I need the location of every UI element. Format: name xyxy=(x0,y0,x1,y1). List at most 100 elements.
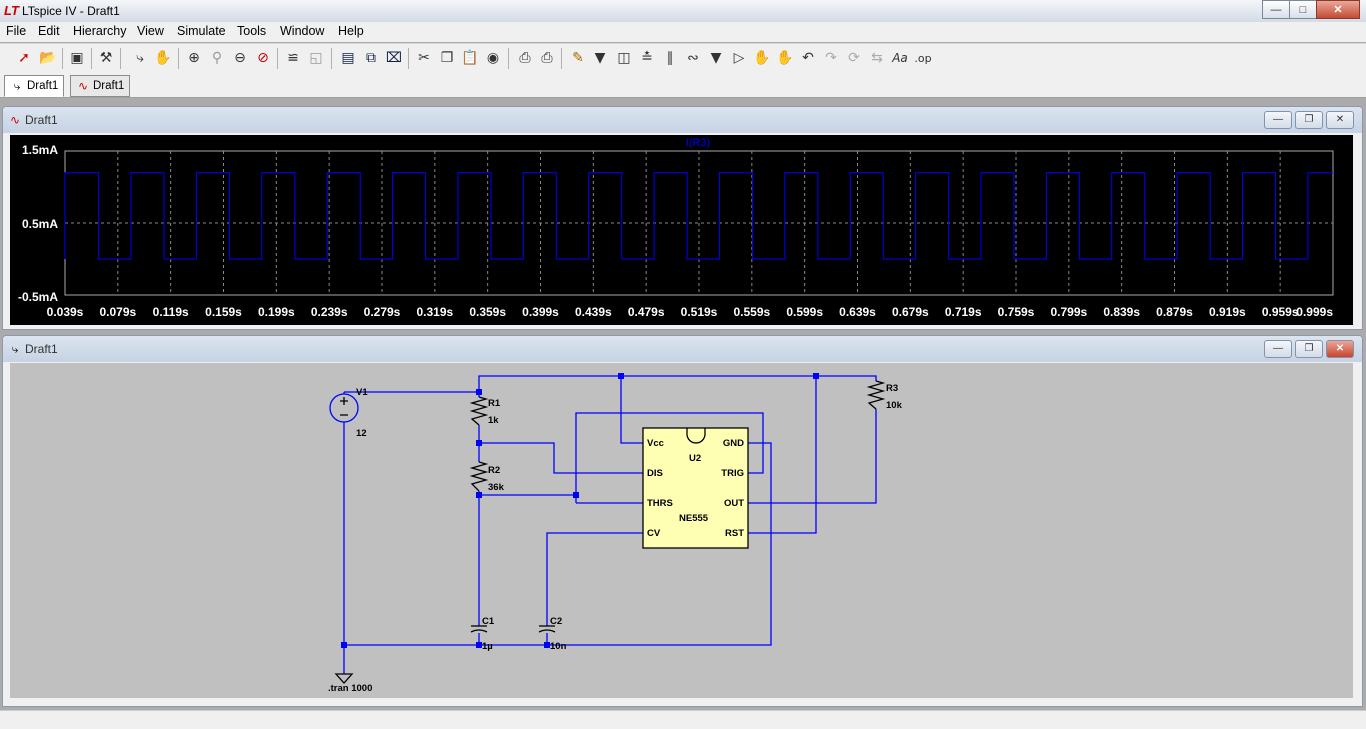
paste-icon[interactable]: 📋 xyxy=(461,50,479,66)
cut-icon[interactable]: ✂ xyxy=(418,50,430,66)
toolbar-separator xyxy=(178,48,179,69)
copy-icon[interactable]: ❐ xyxy=(440,50,454,66)
inductor-icon[interactable]: ∾ xyxy=(687,50,699,66)
menu-bar: File Edit Hierarchy View Simulate Tools … xyxy=(0,22,1366,42)
rotate-icon[interactable]: ⟳ xyxy=(848,50,860,66)
menu-simulate[interactable]: Simulate xyxy=(177,24,226,38)
fit-icon[interactable]: ◱ xyxy=(309,50,323,66)
menu-file[interactable]: File xyxy=(6,24,27,38)
zoom-in-icon[interactable]: ⊕ xyxy=(188,50,200,66)
voltage-source-v1[interactable] xyxy=(329,392,359,425)
waveform-icon: ∿ xyxy=(77,79,89,93)
wire[interactable] xyxy=(546,532,643,626)
drag-icon[interactable]: ✋ xyxy=(776,50,794,66)
cascade-icon[interactable]: ⧉ xyxy=(366,50,376,66)
toolbar-separator xyxy=(120,48,121,69)
save-icon[interactable]: ▣ xyxy=(70,50,84,66)
minimize-button[interactable]: — xyxy=(1262,0,1290,19)
resistor-r3[interactable] xyxy=(866,380,886,410)
wire[interactable] xyxy=(478,375,877,392)
v1-name: V1 xyxy=(356,387,368,398)
wire[interactable] xyxy=(547,442,772,646)
capacitor-c2[interactable] xyxy=(538,625,556,633)
capacitor-c1[interactable] xyxy=(470,625,488,633)
v1-value: 12 xyxy=(356,428,367,439)
toolbar-separator xyxy=(561,48,562,69)
menu-view[interactable]: View xyxy=(137,24,164,38)
spice-directive[interactable]: .tran 1000 xyxy=(328,683,372,694)
undo-icon[interactable]: ↶ xyxy=(802,50,814,66)
wire[interactable] xyxy=(479,442,643,474)
maximize-button[interactable]: □ xyxy=(1289,0,1317,19)
schematic-restore-button[interactable]: ❐ xyxy=(1295,340,1323,358)
diode-icon[interactable]: ▼ xyxy=(710,50,722,66)
wire[interactable] xyxy=(620,376,643,444)
x-tick-label: 0.799s xyxy=(1050,305,1087,319)
tab-waveform-draft1[interactable]: ∿ Draft1 xyxy=(70,75,131,97)
zoom-pan-icon[interactable]: ⚲ xyxy=(211,50,223,66)
ground-icon[interactable]: ▼ xyxy=(594,50,606,66)
x-tick-label: 0.359s xyxy=(469,305,506,319)
x-tick-label: 0.719s xyxy=(945,305,982,319)
menu-hierarchy[interactable]: Hierarchy xyxy=(73,24,127,38)
waveform-restore-button[interactable]: ❐ xyxy=(1295,111,1323,129)
x-tick-label: 0.199s xyxy=(258,305,295,319)
trace-label[interactable]: I(R3) xyxy=(686,137,710,149)
ground-symbol[interactable] xyxy=(334,673,354,684)
trace-i-r3[interactable] xyxy=(64,172,1333,260)
print-setup-icon[interactable]: ⎙ xyxy=(519,50,531,66)
halt-icon[interactable]: ✋ xyxy=(154,50,172,66)
text-icon[interactable]: Aa xyxy=(892,51,908,65)
tab-schematic-draft1[interactable]: ⤷ Draft1 xyxy=(4,75,65,97)
resistor-icon[interactable]: ≛ xyxy=(641,50,653,66)
close-button[interactable]: ✕ xyxy=(1316,0,1360,19)
waveform-close-button[interactable]: ✕ xyxy=(1326,111,1354,129)
waveform-minimize-button[interactable]: — xyxy=(1264,111,1292,129)
open-icon[interactable]: 📂 xyxy=(39,50,57,66)
menu-tools[interactable]: Tools xyxy=(237,24,267,38)
find-icon[interactable]: ◉ xyxy=(486,50,500,66)
x-tick-label: 0.119s xyxy=(153,305,189,319)
zoom-cancel-icon[interactable]: ⊘ xyxy=(257,50,269,66)
x-tick-label: 0.679s xyxy=(892,305,929,319)
menu-window[interactable]: Window xyxy=(280,24,325,38)
r1-value: 1k xyxy=(488,415,499,426)
schematic-canvas[interactable]: V1 12 R1 1k R2 36k R3 10k C1 1µ C2 10n U… xyxy=(10,363,1353,698)
component-icon[interactable]: ▷ xyxy=(733,50,745,66)
spice-directive-icon[interactable]: .op xyxy=(914,51,932,65)
run-icon[interactable]: ⤷ xyxy=(136,50,144,66)
label-net-icon[interactable]: ◫ xyxy=(617,50,631,66)
toolbar-separator xyxy=(91,48,92,69)
wire[interactable] xyxy=(575,412,764,503)
menu-edit[interactable]: Edit xyxy=(38,24,60,38)
wire[interactable] xyxy=(748,376,817,534)
ic-u2-ne555[interactable] xyxy=(642,427,749,549)
pin-out-label: OUT xyxy=(724,498,744,509)
y-tick-label: 1.5mA xyxy=(22,143,58,157)
menu-help[interactable]: Help xyxy=(338,24,364,38)
mirror-icon[interactable]: ⇆ xyxy=(871,50,883,66)
new-schematic-icon[interactable]: ➚ xyxy=(18,50,30,66)
resistor-r2[interactable] xyxy=(469,461,489,492)
control-panel-icon[interactable]: ⚒ xyxy=(99,50,113,66)
resistor-r1[interactable] xyxy=(469,396,489,426)
close-all-icon[interactable]: ⌧ xyxy=(385,50,403,66)
c2-name: C2 xyxy=(550,616,562,627)
schematic-minimize-button[interactable]: — xyxy=(1264,340,1292,358)
move-icon[interactable]: ✋ xyxy=(753,50,771,66)
schematic-icon: ⤷ xyxy=(11,342,19,356)
schematic-window-controls: — ❐ ✕ xyxy=(1264,340,1354,358)
redo-icon[interactable]: ↷ xyxy=(825,50,837,66)
wire[interactable] xyxy=(748,409,877,504)
autorange-icon[interactable]: ≌ xyxy=(287,50,299,66)
zoom-out-icon[interactable]: ⊖ xyxy=(234,50,246,66)
capacitor-icon[interactable]: ∥ xyxy=(666,50,674,66)
wire-icon[interactable]: ✎ xyxy=(572,50,584,66)
toolbar-separator xyxy=(331,48,332,69)
schematic-close-button[interactable]: ✕ xyxy=(1326,340,1354,358)
x-tick-label: 0.759s xyxy=(998,305,1035,319)
x-tick-label: 0.319s xyxy=(416,305,453,319)
print-icon[interactable]: ⎙ xyxy=(541,50,553,66)
tile-horizontal-icon[interactable]: ▤ xyxy=(341,50,355,66)
